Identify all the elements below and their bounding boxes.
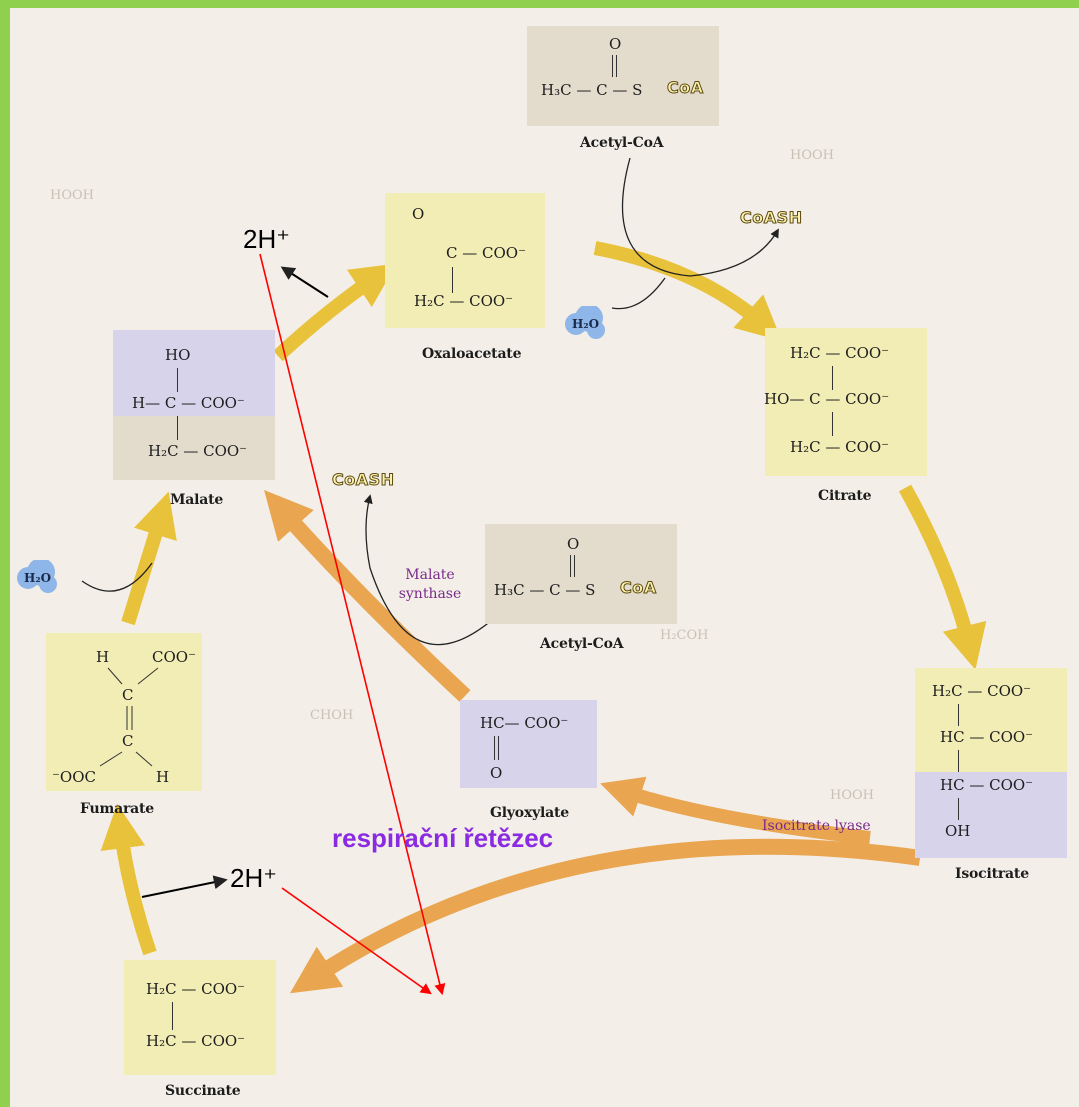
oxaloacetate-name: Oxaloacetate: [422, 346, 522, 362]
succinate-row2: H₂C — COO⁻: [146, 1032, 246, 1050]
succinate-bond: [172, 1002, 173, 1030]
acetyl-coa-top-double-bond: [612, 55, 613, 77]
acetyl-coa-mid-formula: H₃C — C — S: [494, 581, 596, 599]
arrow-oxaloacetate-to-citrate: [593, 241, 782, 341]
oxaloacetate-row1: C — COO⁻: [446, 244, 527, 262]
coash-mid: CoASH: [332, 470, 395, 490]
arrow-to-2h-top: [280, 266, 329, 298]
curve-water-left: [81, 562, 153, 592]
water-molecule-top: H₂O: [562, 304, 605, 340]
red-arrow-from-top-2h: [259, 253, 446, 996]
malate-bond1: [177, 368, 178, 392]
water-label-left: H₂O: [24, 571, 52, 585]
curve-acetylcoa-to-citrate: [622, 157, 779, 277]
curve-water-top: [611, 277, 666, 310]
background-ghost-text: HOOH: [790, 148, 834, 163]
isocitrate-bond2: [958, 750, 959, 772]
two-protons-top: 2H⁺: [243, 224, 290, 254]
fumarate-coo2: ⁻OOC: [52, 768, 96, 786]
water-label-top: H₂O: [572, 317, 600, 331]
citrate-row1: H₂C — COO⁻: [790, 344, 890, 362]
pathway-diagram: HOOH H₂COH HOOH CHOH HOOH: [10, 8, 1079, 1107]
glyoxylate-row1: HC— COO⁻: [480, 714, 569, 732]
red-arrow-from-bottom-2h: [281, 887, 432, 995]
isocitrate-box-top: [915, 668, 1067, 772]
arrow-to-2h-bottom: [141, 875, 228, 898]
oxaloacetate-o: O: [412, 205, 425, 223]
oxaloacetate-row2: H₂C — COO⁻: [414, 292, 514, 310]
malate-synthase-label: Malate synthase: [392, 566, 468, 604]
acetyl-coa-mid-box: [485, 524, 677, 624]
acetyl-coa-top-coa: CoA: [667, 78, 704, 98]
malate-box-top: [113, 330, 275, 416]
fumarate-box: [46, 633, 202, 791]
isocitrate-box-bottom: [915, 772, 1067, 858]
coash-top: CoASH: [740, 208, 803, 228]
glyoxylate-box: [460, 700, 597, 788]
acetyl-coa-top-box: [527, 26, 719, 126]
isocitrate-name: Isocitrate: [955, 866, 1029, 882]
fumarate-name: Fumarate: [80, 801, 154, 817]
malate-row1: HO: [165, 346, 191, 364]
arrow-citrate-to-isocitrate: [898, 484, 987, 670]
respiratory-chain-label: respirační řetězec: [332, 823, 554, 853]
malate-box-bottom: [113, 416, 275, 480]
fumarate-c1: C: [122, 686, 134, 704]
curve-malate-synthase: [363, 494, 493, 646]
fumarate-coo1: COO⁻: [152, 648, 196, 666]
isocitrate-row4: OH: [945, 822, 971, 840]
isocitrate-bond3: [958, 798, 959, 820]
malate-row3: H₂C — COO⁻: [148, 442, 248, 460]
acetyl-coa-top-formula: H₃C — C — S: [541, 81, 643, 99]
citrate-box: [765, 328, 927, 476]
arrow-fumarate-to-malate: [121, 491, 177, 626]
malate-bond2: [177, 416, 178, 440]
arrow-isocitrate-to-succinate: [289, 838, 922, 994]
acetyl-coa-top-o: O: [609, 35, 622, 53]
water-molecule-left: H₂O: [14, 558, 57, 594]
malate-name: Malate: [170, 492, 224, 508]
oxaloacetate-bond: [452, 267, 453, 293]
malate-row2: H— C — COO⁻: [132, 394, 245, 412]
acetyl-coa-mid-name: Acetyl-CoA: [540, 636, 624, 652]
acetyl-coa-top-name: Acetyl-CoA: [580, 135, 664, 151]
isocitrate-row2: HC — COO⁻: [940, 728, 1034, 746]
fumarate-c2: C: [122, 732, 134, 750]
two-protons-bottom: 2H⁺: [230, 863, 277, 893]
isocitrate-bond1: [958, 704, 959, 726]
succinate-box: [124, 960, 276, 1075]
acetyl-coa-mid-double-bond: [570, 555, 571, 577]
isocitrate-lyase-label: Isocitrate lyase: [762, 818, 871, 834]
fumarate-h1: H: [96, 648, 110, 666]
background-ghost-text: HOOH: [830, 788, 874, 803]
isocitrate-row3: HC — COO⁻: [940, 776, 1034, 794]
background-ghost-text: HOOH: [50, 188, 94, 203]
arrow-succinate-to-fumarate: [100, 803, 157, 956]
citrate-bond1: [832, 366, 833, 390]
arrow-malate-to-oxaloacetate: [273, 263, 397, 362]
glyoxylate-double-bond: [494, 736, 495, 760]
oxaloacetate-box: [385, 193, 545, 328]
glyoxylate-name: Glyoxylate: [490, 805, 569, 821]
citrate-name: Citrate: [818, 488, 872, 504]
arrow-isocitrate-to-glyoxylate: [600, 776, 871, 845]
citrate-row3: H₂C — COO⁻: [790, 438, 890, 456]
citrate-bond2: [832, 412, 833, 436]
arrow-glyoxylate-to-malate: [264, 490, 471, 702]
malate-synthase-text: Malate synthase: [398, 567, 462, 602]
isocitrate-row1: H₂C — COO⁻: [932, 682, 1032, 700]
glyoxylate-row2: O: [490, 764, 503, 782]
background-ghost-text: H₂COH: [660, 628, 709, 643]
succinate-row1: H₂C — COO⁻: [146, 980, 246, 998]
fumarate-h2: H: [156, 768, 170, 786]
background-ghost-text: CHOH: [310, 708, 354, 723]
acetyl-coa-mid-o: O: [567, 535, 580, 553]
succinate-name: Succinate: [165, 1083, 241, 1099]
cycle-arrows: [81, 157, 987, 996]
citrate-row2: HO— C — COO⁻: [764, 390, 890, 408]
acetyl-coa-mid-coa: CoA: [620, 578, 657, 598]
